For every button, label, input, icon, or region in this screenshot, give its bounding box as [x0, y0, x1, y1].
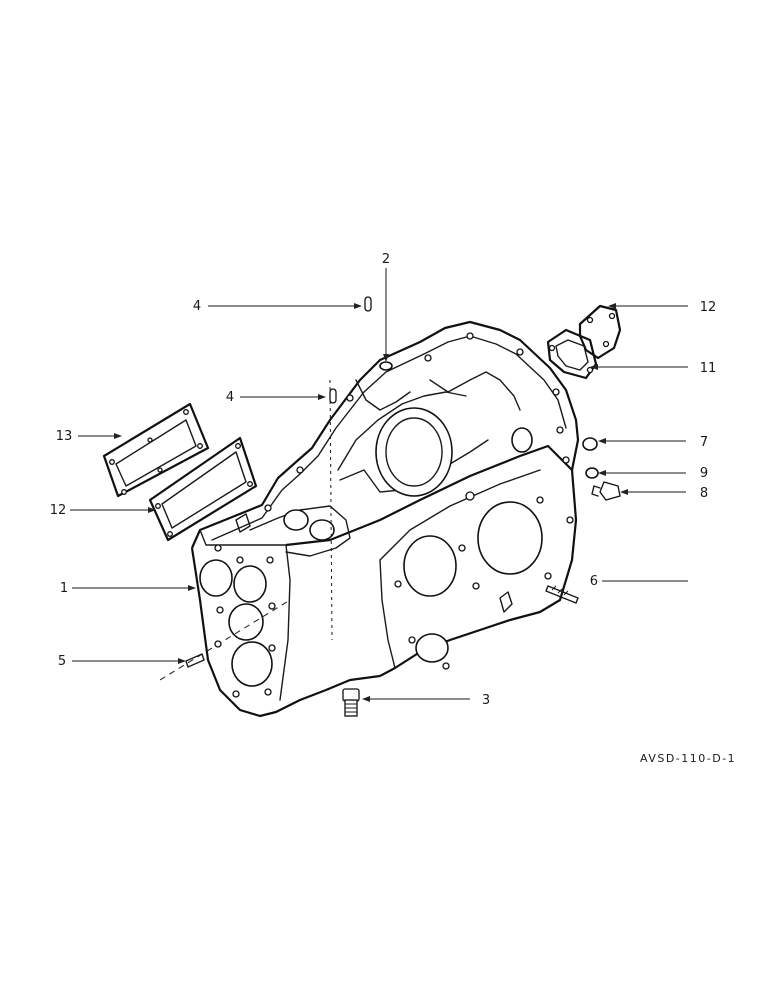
washer-part — [585, 467, 599, 479]
pin-part — [185, 653, 205, 668]
side-cover-gasket — [102, 402, 210, 498]
callout-8: 8 — [700, 486, 708, 501]
transmission-housing — [159, 320, 580, 718]
stud-part — [545, 585, 579, 604]
callout-labels: 2 4 4 13 12 1 5 3 6 7 9 8 11 12 AVSD-110… — [50, 252, 736, 765]
callout-6: 6 — [590, 574, 598, 589]
callout-5: 5 — [58, 654, 66, 669]
callout-3: 3 — [482, 693, 490, 708]
callout-4-lower: 4 — [226, 390, 234, 405]
callout-12: 11 — [700, 361, 717, 376]
callout-4-upper: 4 — [193, 299, 201, 314]
callout-7: 7 — [700, 435, 708, 450]
bolt-part — [591, 481, 621, 501]
dowel-pin-lower — [329, 388, 337, 404]
callout-11: 13 — [56, 429, 73, 444]
drain-plug — [342, 688, 360, 717]
cover-gasket — [546, 328, 598, 380]
callout-13: 12 — [700, 300, 717, 315]
ring-part — [582, 437, 598, 451]
callout-9: 9 — [700, 466, 708, 481]
callout-10: 12 — [50, 503, 67, 518]
callout-2: 2 — [382, 252, 390, 267]
callout-1: 1 — [60, 581, 68, 596]
dowel-pin-upper — [364, 296, 372, 312]
leader-lines — [70, 268, 688, 702]
o-ring-part — [379, 361, 393, 371]
cover-plate — [578, 304, 622, 360]
side-cover-plate — [148, 436, 258, 542]
figure-reference-code: AVSD-110-D-1 — [640, 752, 736, 765]
